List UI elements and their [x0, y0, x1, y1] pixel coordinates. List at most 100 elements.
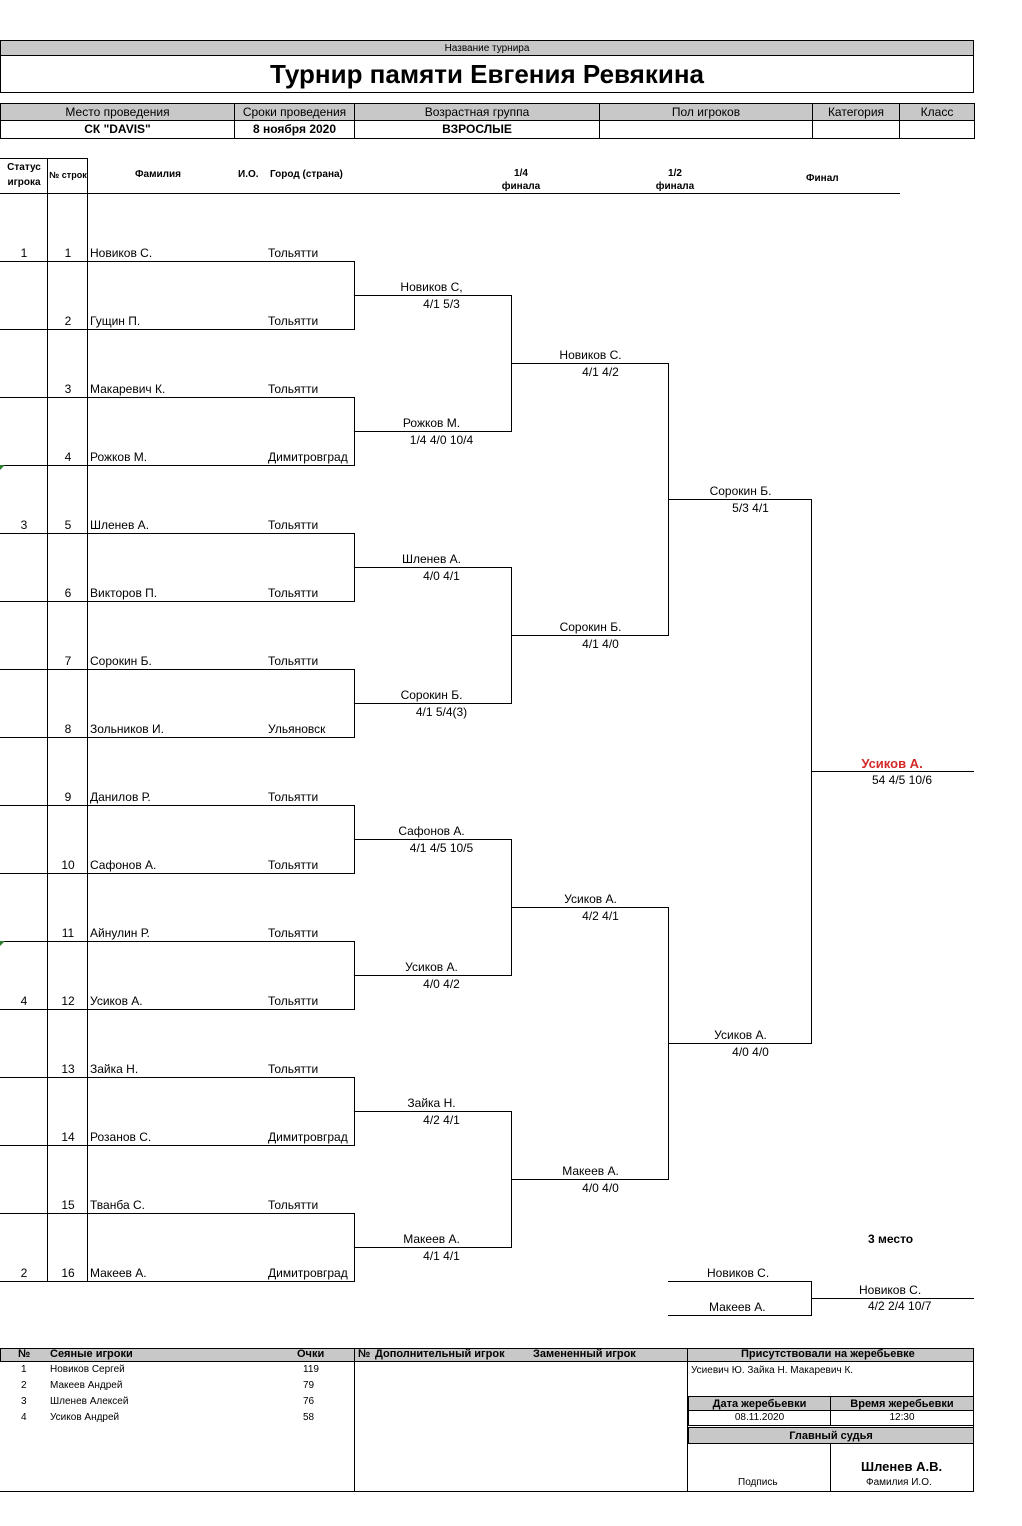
player-status: 4	[20, 994, 28, 1008]
player-city: Тольятти	[268, 1198, 319, 1212]
tournament-name-box: Турнир памяти Евгения Ревякина	[0, 56, 974, 93]
tournament-label-bar: Название турнира	[0, 40, 974, 56]
draw-time: 12:30	[830, 1410, 974, 1426]
third-place-winner-line	[811, 1298, 974, 1299]
player-line	[0, 805, 355, 806]
quarterfinal-winner-score: 4/1 4/5 10/5	[409, 841, 474, 855]
footer-divider-1	[354, 1348, 355, 1491]
player-city: Тольятти	[268, 246, 319, 260]
col-semi: 1/2 финала	[655, 168, 695, 192]
quarterfinal-winner-name: Сорокин Б.	[400, 688, 463, 702]
quarterfinal-winner-score: 4/0 4/1	[423, 569, 460, 583]
col-final: Финал	[806, 173, 839, 184]
quarterfinal-winner-score: 4/1 5/3	[423, 297, 460, 311]
semifinal-winner-score: 4/0 4/0	[582, 1181, 619, 1195]
third-place-player1: Новиков С.	[707, 1266, 770, 1280]
quarterfinal-line	[354, 703, 512, 704]
player-row-no: 6	[64, 586, 72, 600]
seeded-name-header: Сеяные игроки	[50, 1348, 133, 1360]
col-city: Город (страна)	[270, 169, 343, 180]
player-line	[0, 669, 355, 670]
player-name: Айнулин Р.	[90, 926, 150, 940]
fio-label: Фамилия И.О.	[866, 1477, 932, 1488]
seeded-points: 119	[303, 1364, 319, 1375]
semifinal-line	[511, 907, 669, 908]
player-name: Шленев А.	[90, 518, 150, 532]
player-name: Гущин П.	[90, 314, 141, 328]
quarterfinal-line	[354, 567, 512, 568]
player-row-no: 11	[61, 926, 75, 940]
player-city: Тольятти	[268, 994, 319, 1008]
player-line	[0, 941, 355, 942]
quarterfinal-line	[354, 431, 512, 432]
semifinal-winner-name: Усиков А.	[564, 892, 617, 906]
tournament-title: Турнир памяти Евгения Ревякина	[269, 58, 704, 89]
player-line	[0, 465, 355, 466]
quarterfinal-line	[354, 1111, 512, 1112]
semifinal-winner-score: 4/2 4/1	[582, 909, 619, 923]
cell-comment-marker	[0, 941, 5, 946]
player-city: Тольятти	[268, 858, 319, 872]
semifinal-winner-name: Сорокин Б.	[559, 620, 622, 634]
seeded-name: Шленев Алексей	[50, 1396, 129, 1407]
final-winner-name: Сорокин Б.	[709, 484, 772, 498]
player-city: Тольятти	[268, 790, 319, 804]
player-row-no: 8	[64, 722, 72, 736]
player-city: Тольятти	[268, 586, 319, 600]
semifinal-line	[511, 363, 669, 364]
draw-date: 08.11.2020	[688, 1410, 831, 1426]
col-initials: И.О.	[238, 169, 259, 180]
seeded-points: 79	[303, 1380, 315, 1391]
player-name: Зольников И.	[90, 722, 164, 736]
info-header-2: Возрастная группа	[354, 103, 600, 121]
player-city: Тольятти	[268, 654, 319, 668]
player-row-no: 3	[64, 382, 72, 396]
player-line	[0, 1213, 355, 1214]
quarterfinal-winner-name: Зайка Н.	[407, 1096, 456, 1110]
player-row-no: 14	[61, 1130, 75, 1144]
quarterfinal-winner-name: Усиков А.	[405, 960, 458, 974]
rowno-col-divider	[87, 158, 88, 1282]
semifinal-winner-score: 4/1 4/0	[582, 637, 619, 651]
player-row-no: 12	[61, 994, 75, 1008]
seeded-no: 4	[21, 1412, 27, 1423]
quarterfinal-line	[354, 1247, 512, 1248]
info-value-4	[812, 120, 900, 139]
seeded-no: 2	[21, 1380, 27, 1391]
player-row-no: 4	[64, 450, 72, 464]
third-place-player2: Макеев А.	[709, 1300, 766, 1314]
signature-label: Подпись	[738, 1477, 778, 1488]
semifinal-winner-name: Макеев А.	[562, 1164, 619, 1178]
info-value-3	[599, 120, 813, 139]
player-line	[0, 261, 355, 262]
col-quarter: 1/4 финала	[501, 168, 541, 192]
player-name: Сафонов А.	[90, 858, 157, 872]
semifinal-winner-score: 4/1 4/2	[582, 365, 619, 379]
quarterfinal-winner-score: 1/4 4/0 10/4	[409, 433, 474, 447]
footer-right-border	[973, 1348, 974, 1491]
player-name: Макеев А.	[90, 1266, 147, 1280]
champion-name: Усиков А.	[861, 756, 923, 771]
quarterfinal-line	[354, 975, 512, 976]
player-city: Димитровград	[268, 1130, 348, 1144]
extra-player-header: Дополнительный игрок	[375, 1348, 505, 1360]
seeded-no: 3	[21, 1396, 27, 1407]
info-header-4: Категория	[812, 103, 900, 121]
player-row-no: 7	[64, 654, 72, 668]
third-place-winner: Новиков С.	[859, 1283, 922, 1297]
third-place-label: 3 место	[868, 1232, 914, 1246]
player-line	[0, 1077, 355, 1078]
player-row-no: 13	[61, 1062, 75, 1076]
player-city: Димитровград	[268, 450, 348, 464]
quarterfinal-winner-score: 4/1 4/1	[423, 1249, 460, 1263]
final-winner-score: 4/0 4/0	[732, 1045, 769, 1059]
player-name: Розанов С.	[90, 1130, 152, 1144]
player-name: Новиков С.	[90, 246, 153, 260]
info-value-1: 8 ноября 2020	[234, 120, 355, 139]
player-name: Сорокин Б.	[90, 654, 152, 668]
draw-date-label: Дата жеребьевки	[688, 1396, 831, 1411]
seeded-points-header: Очки	[297, 1348, 325, 1360]
seeded-no: 1	[21, 1364, 27, 1375]
quarterfinal-line	[354, 839, 512, 840]
replaced-player-header: Замененный игрок	[533, 1348, 636, 1360]
